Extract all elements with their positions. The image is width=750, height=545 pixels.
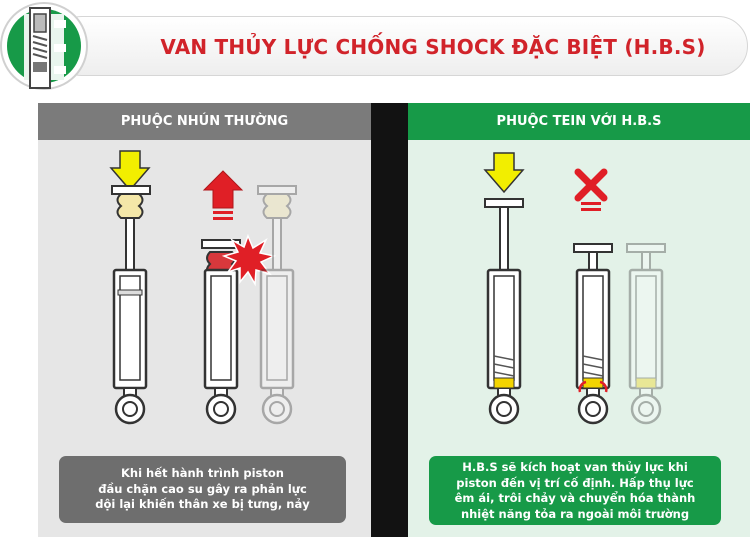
left-caption-line: đầu chặn cao su gây ra phản lực — [98, 481, 307, 496]
shock-logo-icon — [0, 2, 88, 90]
normal-shock-compressed — [201, 170, 277, 425]
normal-shock-extended — [109, 150, 151, 425]
left-panel-heading: PHUỘC NHÚN THƯỜNG — [38, 103, 371, 140]
right-panel-heading: PHUỘC TEIN VỚI H.B.S — [408, 103, 750, 140]
right-caption-line: piston đến vị trí cố định. Hấp thụ lực — [456, 475, 694, 490]
right-caption-line: H.B.S sẽ kích hoạt van thủy lực khi — [462, 460, 688, 474]
left-caption-line: Khi hết hành trình piston — [121, 466, 284, 480]
tein-shock-extended — [483, 152, 525, 425]
down-arrow-icon — [109, 150, 151, 192]
left-caption: Khi hết hành trình piston đầu chặn cao s… — [59, 456, 346, 523]
up-arrow-icon — [202, 170, 244, 220]
right-caption-line: nhiệt năng tỏa ra ngoài môi trường — [460, 506, 690, 521]
right-caption: H.B.S sẽ kích hoạt van thủy lực khi pist… — [429, 456, 721, 525]
left-caption-line: dội lại khiến thân xe bị tưng, nảy — [95, 497, 310, 511]
tein-shock-ghost — [626, 243, 666, 425]
shock-illustrations — [109, 150, 666, 425]
hydraulic-valve-icon — [578, 377, 608, 393]
right-caption-line: êm ái, trôi chảy và chuyển hóa thành — [454, 491, 696, 505]
down-arrow-icon — [483, 152, 525, 194]
header: VAN THỦY LỰC CHỐNG SHOCK ĐẶC BIỆT (H.B.S… — [0, 0, 750, 95]
cross-mark-icon — [574, 168, 608, 211]
page-title: VAN THỦY LỰC CHỐNG SHOCK ĐẶC BIỆT (H.B.S… — [160, 35, 706, 59]
normal-shock-ghost — [257, 185, 297, 425]
tein-shock-compressed — [573, 168, 613, 425]
title-bar: VAN THỦY LỰC CHỐNG SHOCK ĐẶC BIỆT (H.B.S… — [52, 16, 748, 76]
impact-burst-icon — [221, 233, 277, 287]
panel-divider — [371, 103, 408, 537]
